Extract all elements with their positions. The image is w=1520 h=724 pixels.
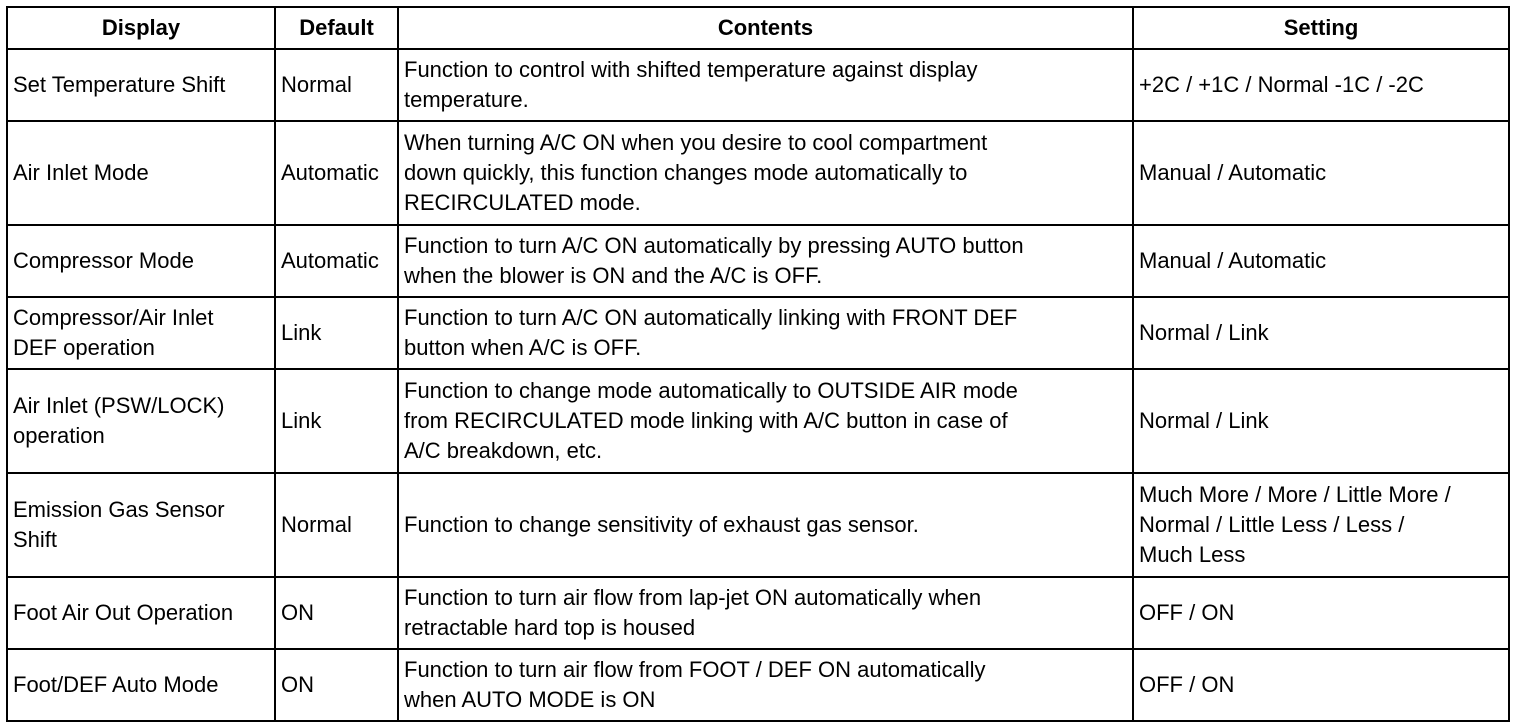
cell-setting: Much More / More / Little More / Normal …	[1132, 472, 1510, 578]
cell-contents: Function to turn A/C ON automatically li…	[397, 296, 1134, 370]
cell-default: Automatic	[274, 224, 399, 298]
cell-display: Foot Air Out Operation	[6, 576, 276, 650]
contents-text: When turning A/C ON when you desire to c…	[404, 130, 988, 215]
header-row: Display Default Contents Setting	[6, 6, 1510, 50]
header-default: Default	[274, 6, 399, 50]
setting-text: +2C / +1C / Normal -1C / -2C	[1139, 72, 1424, 97]
contents-text: Function to control with shifted tempera…	[404, 57, 978, 112]
cell-setting: Manual / Automatic	[1132, 224, 1510, 298]
display-text: Air Inlet (PSW/LOCK) operation	[13, 393, 225, 448]
cell-display: Air Inlet (PSW/LOCK) operation	[6, 368, 276, 474]
table-row: Foot Air Out Operation ON Function to tu…	[6, 576, 1510, 650]
cell-display: Compressor/Air Inlet DEF operation	[6, 296, 276, 370]
cell-display: Emission Gas Sensor Shift	[6, 472, 276, 578]
default-text: Automatic	[281, 248, 379, 273]
cell-contents: Function to turn air flow from FOOT / DE…	[397, 648, 1134, 722]
setting-text: OFF / ON	[1139, 672, 1235, 697]
cell-setting: OFF / ON	[1132, 576, 1510, 650]
contents-text: Function to turn air flow from lap-jet O…	[404, 585, 982, 640]
contents-text: Function to turn A/C ON automatically by…	[404, 233, 1024, 288]
setting-text: Normal / Link	[1139, 320, 1269, 345]
cell-setting: OFF / ON	[1132, 648, 1510, 722]
setting-text: Much More / More / Little More / Normal …	[1139, 482, 1451, 567]
cell-default: Normal	[274, 472, 399, 578]
table-row: Foot/DEF Auto Mode ON Function to turn a…	[6, 648, 1510, 722]
cell-contents: When turning A/C ON when you desire to c…	[397, 120, 1134, 226]
cell-contents: Function to turn air flow from lap-jet O…	[397, 576, 1134, 650]
table-row: Emission Gas Sensor Shift Normal Functio…	[6, 472, 1510, 578]
table-row: Set Temperature Shift Normal Function to…	[6, 48, 1510, 122]
table-row: Compressor/Air Inlet DEF operation Link …	[6, 296, 1510, 370]
cell-contents: Function to change mode automatically to…	[397, 368, 1134, 474]
contents-text: Function to change sensitivity of exhaus…	[404, 512, 919, 537]
default-text: Automatic	[281, 160, 379, 185]
cell-display: Foot/DEF Auto Mode	[6, 648, 276, 722]
header-setting: Setting	[1132, 6, 1510, 50]
table-row: Air Inlet (PSW/LOCK) operation Link Func…	[6, 368, 1510, 474]
display-text: Emission Gas Sensor Shift	[13, 497, 225, 552]
setting-text: Manual / Automatic	[1139, 160, 1327, 185]
cell-display: Air Inlet Mode	[6, 120, 276, 226]
contents-text: Function to turn A/C ON automatically li…	[404, 305, 1018, 360]
default-text: ON	[281, 600, 314, 625]
default-text: Link	[281, 408, 322, 433]
table-row: Compressor Mode Automatic Function to tu…	[6, 224, 1510, 298]
cell-default: Automatic	[274, 120, 399, 226]
cell-contents: Function to turn A/C ON automatically by…	[397, 224, 1134, 298]
cell-setting: Normal / Link	[1132, 296, 1510, 370]
cell-default: ON	[274, 648, 399, 722]
default-text: ON	[281, 672, 314, 697]
setting-text: Manual / Automatic	[1139, 248, 1327, 273]
cell-setting: +2C / +1C / Normal -1C / -2C	[1132, 48, 1510, 122]
table-row: Air Inlet Mode Automatic When turning A/…	[6, 120, 1510, 226]
display-text: Compressor Mode	[13, 248, 194, 273]
display-text: Foot/DEF Auto Mode	[13, 672, 219, 697]
display-text: Compressor/Air Inlet DEF operation	[13, 305, 214, 360]
cell-default: Normal	[274, 48, 399, 122]
cell-setting: Manual / Automatic	[1132, 120, 1510, 226]
display-text: Air Inlet Mode	[13, 160, 149, 185]
default-text: Link	[281, 320, 322, 345]
cell-setting: Normal / Link	[1132, 368, 1510, 474]
contents-text: Function to change mode automatically to…	[404, 378, 1018, 463]
cell-contents: Function to change sensitivity of exhaus…	[397, 472, 1134, 578]
setting-text: Normal / Link	[1139, 408, 1269, 433]
contents-text: Function to turn air flow from FOOT / DE…	[404, 657, 986, 712]
header-display: Display	[6, 6, 276, 50]
cell-contents: Function to control with shifted tempera…	[397, 48, 1134, 122]
customization-table: Display Default Contents Setting Set Tem…	[6, 6, 1510, 722]
cell-default: ON	[274, 576, 399, 650]
display-text: Foot Air Out Operation	[13, 600, 234, 625]
default-text: Normal	[281, 512, 352, 537]
cell-display: Set Temperature Shift	[6, 48, 276, 122]
header-contents: Contents	[397, 6, 1134, 50]
cell-display: Compressor Mode	[6, 224, 276, 298]
cell-default: Link	[274, 368, 399, 474]
setting-text: OFF / ON	[1139, 600, 1235, 625]
default-text: Normal	[281, 72, 352, 97]
cell-default: Link	[274, 296, 399, 370]
display-text: Set Temperature Shift	[13, 72, 226, 97]
